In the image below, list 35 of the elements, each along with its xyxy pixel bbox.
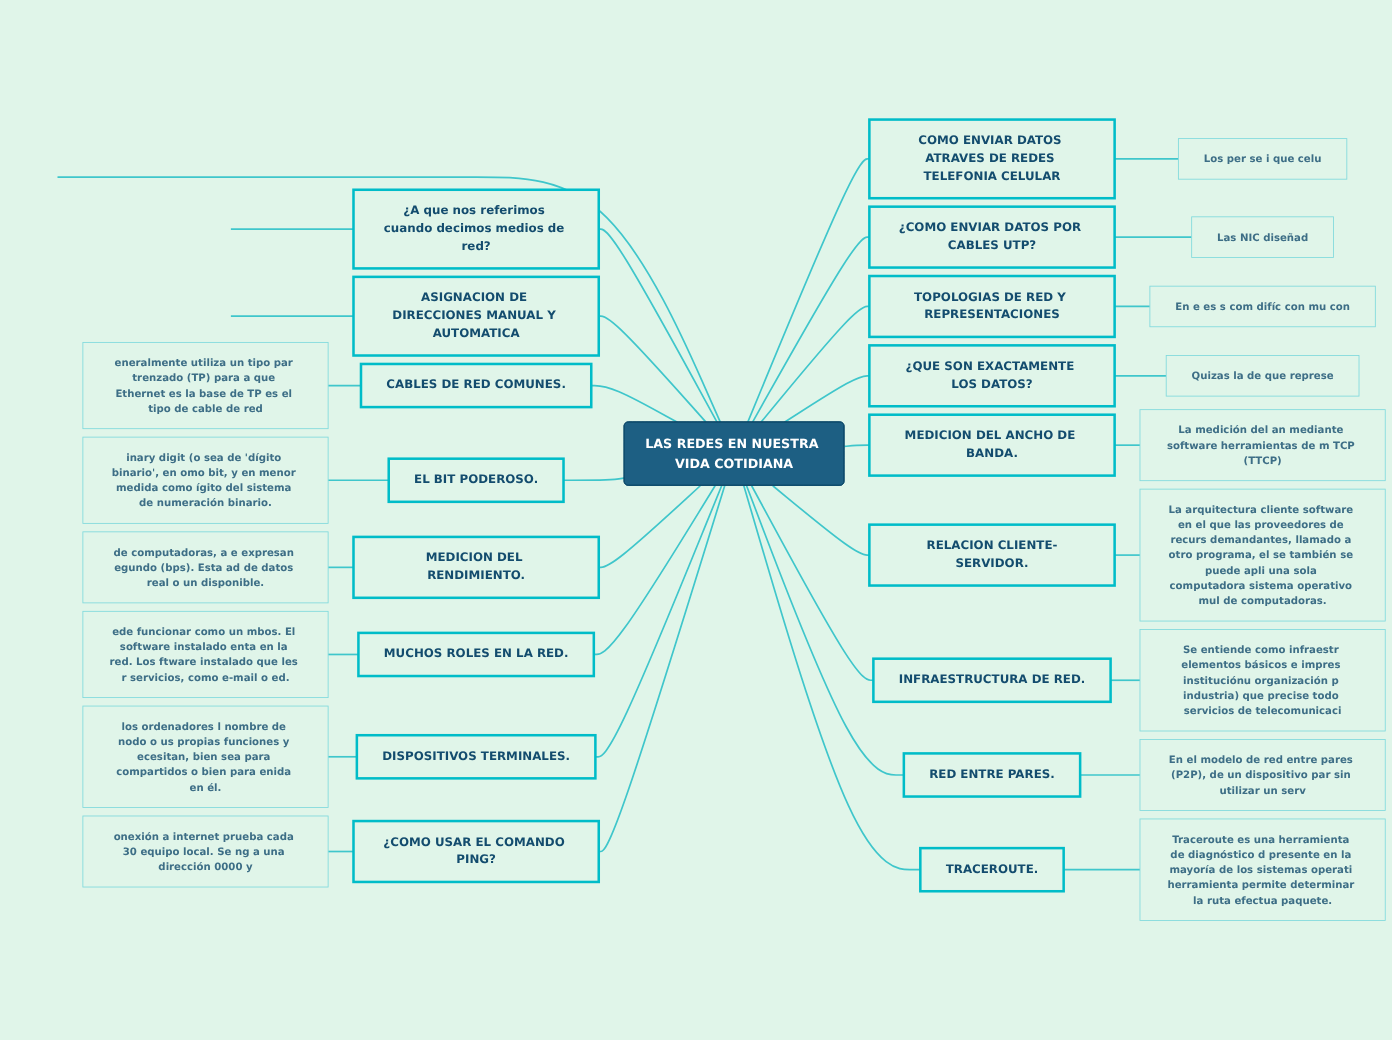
connector [745,484,905,776]
connector [56,176,722,424]
connector [597,315,708,424]
connector [751,236,871,424]
connector [746,158,871,424]
connector [743,484,922,871]
connector [1113,158,1180,160]
connector [590,384,679,424]
connector [327,653,360,656]
connector [327,566,355,569]
connector [1079,774,1141,776]
connector [771,484,871,556]
connector [597,228,718,424]
connector [1109,679,1141,682]
connector [327,479,390,482]
connector [843,444,871,448]
connector [750,484,875,682]
connector [1113,444,1141,446]
connector [1062,868,1141,871]
connector [230,228,355,230]
connector [597,484,726,853]
connector [327,384,362,387]
connector [597,484,702,569]
connector [760,305,871,424]
connector [592,484,716,656]
connector [1113,554,1141,556]
connector [783,374,871,424]
connector [1113,236,1193,238]
connector [327,755,358,758]
connector [562,477,626,482]
connector [327,850,355,853]
connector [594,484,723,758]
connector [1113,374,1168,377]
connector [230,315,355,318]
connector [1113,305,1151,308]
